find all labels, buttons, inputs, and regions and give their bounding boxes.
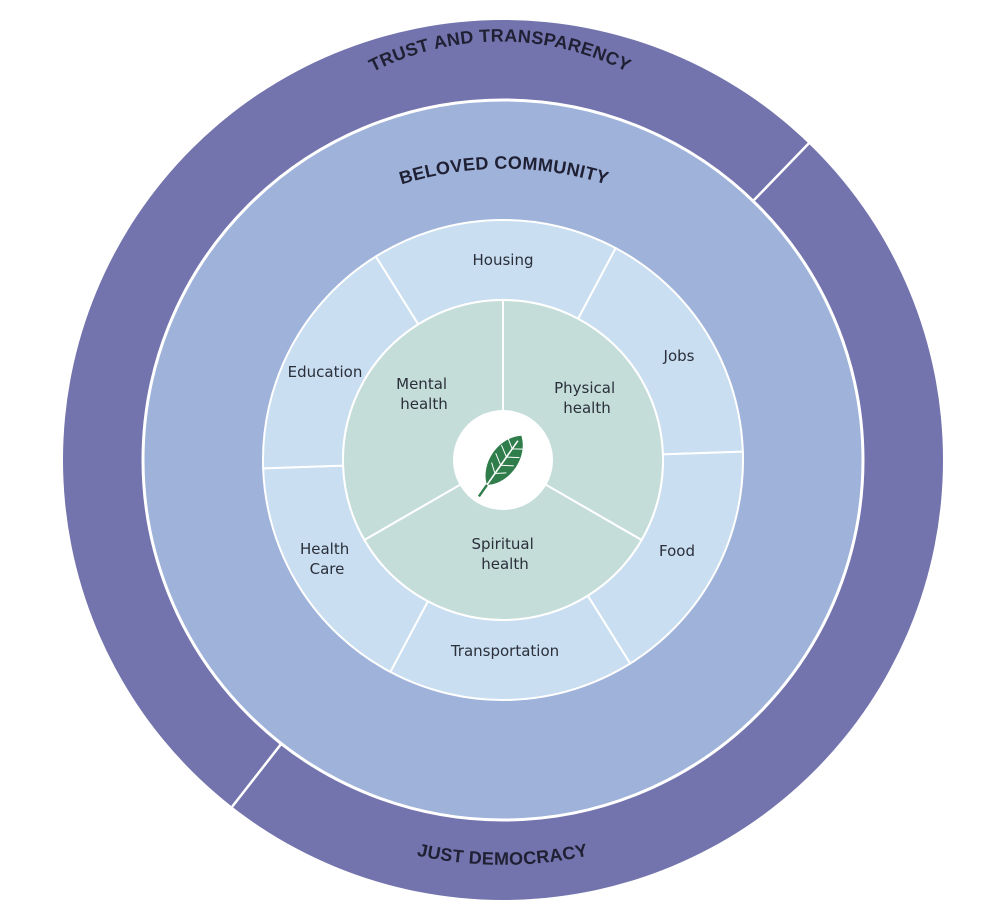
spiritual-health-line-2: health <box>481 555 528 573</box>
mental-health-line-2: health <box>400 395 447 413</box>
core-label-physical-health: Physical health <box>554 379 620 417</box>
needs-label-health-care: Health Care <box>300 540 354 578</box>
mental-health-line-1: Mental <box>396 375 447 393</box>
leaf-veins <box>491 438 524 474</box>
core-label-mental-health: Mental health <box>396 375 452 413</box>
needs-label-transportation: Transportation <box>450 642 559 660</box>
outer-ring-divider-2 <box>231 742 283 808</box>
health-care-line-2: Care <box>310 560 345 578</box>
spiritual-health-line-1: Spiritual <box>471 535 533 553</box>
leaf-icon <box>477 435 524 498</box>
needs-label-housing: Housing <box>473 251 534 269</box>
core-label-spiritual-health: Spiritual health <box>471 535 538 573</box>
physical-health-line-2: health <box>563 399 610 417</box>
needs-label-jobs: Jobs <box>663 347 695 365</box>
needs-label-food: Food <box>659 542 695 560</box>
core-segment-spiritual-health <box>363 458 643 621</box>
health-care-line-1: Health <box>300 540 349 558</box>
physical-health-line-1: Physical <box>554 379 615 397</box>
outer-ring-divider-1 <box>752 142 810 202</box>
leaf-stem <box>477 484 488 498</box>
outer-ring-dividers <box>231 142 810 808</box>
needs-label-education: Education <box>288 363 363 381</box>
